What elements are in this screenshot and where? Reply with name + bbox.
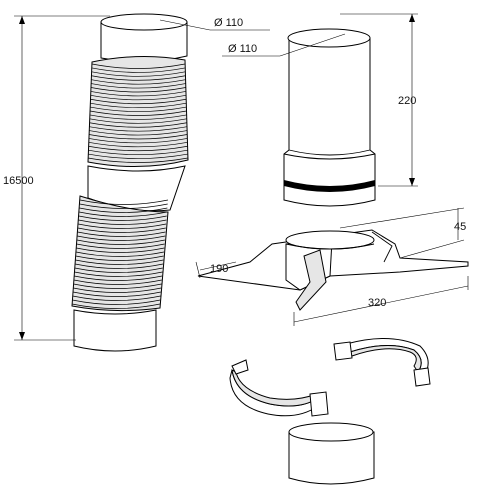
pipe-upper-corrugation <box>87 55 189 168</box>
corrugation-rib <box>75 251 165 257</box>
corrugation-rib <box>78 219 167 225</box>
corrugation-rib <box>79 199 169 205</box>
corrugation-rib <box>90 94 187 101</box>
adapter-height-label: 220 <box>398 95 416 107</box>
corrugation-rib <box>77 235 166 241</box>
clamp-half-right <box>333 337 431 387</box>
corrugation-rib <box>79 207 168 213</box>
corrugation-rib <box>88 141 188 148</box>
corrugation-rib <box>89 118 187 124</box>
corrugation-rib <box>75 263 164 269</box>
corrugation-rib <box>73 283 162 289</box>
corrugation-rib <box>91 79 186 85</box>
adapter-pipe <box>283 28 376 207</box>
corrugation-rib <box>79 211 168 217</box>
end-cap <box>288 422 375 485</box>
total-length-dimension: 16500 <box>3 15 110 341</box>
corrugation-rib <box>88 149 188 155</box>
corrugation-rib <box>78 215 167 221</box>
corrugation-rib <box>91 63 186 69</box>
pipe-diameter-callout: Ø 110 <box>159 17 270 31</box>
corrugation-rib <box>76 239 165 245</box>
corrugation-rib <box>89 110 187 116</box>
adapter-diameter-callout: Ø 110 <box>222 33 346 57</box>
adapter-height-dimension: 220 <box>340 13 418 187</box>
flexible-pipe <box>71 13 189 352</box>
flange-width-label: 320 <box>368 297 386 309</box>
corrugation-rib <box>89 122 187 128</box>
corrugation-rib <box>73 279 162 285</box>
corrugation-rib <box>88 145 188 152</box>
corrugation-rib <box>77 231 166 237</box>
corrugation-rib <box>79 203 168 209</box>
corrugation-rib <box>74 275 163 281</box>
flange-width-dimension: 320 <box>293 276 469 326</box>
corrugation-rib <box>91 67 186 73</box>
corrugation-rib <box>90 91 186 97</box>
roof-flange <box>197 229 469 311</box>
corrugation-rib <box>89 126 188 132</box>
corrugation-rib <box>90 87 186 93</box>
corrugation-rib <box>91 71 186 77</box>
corrugation-rib <box>75 255 164 261</box>
corrugation-rib <box>75 259 164 265</box>
corrugation-rib <box>91 75 186 81</box>
pipe-diameter-label: Ø 110 <box>214 17 243 29</box>
adapter-diameter-label: Ø 110 <box>228 43 257 55</box>
clamp-half-left <box>229 359 329 417</box>
pipe-lower-corrugation <box>71 195 169 312</box>
pipe-bottom-collar <box>73 309 157 352</box>
corrugation-rib <box>88 153 188 159</box>
corrugation-rib <box>73 287 162 293</box>
corrugation-rib <box>74 271 163 277</box>
corrugation-rib <box>72 295 161 301</box>
corrugation-rib <box>90 98 187 105</box>
flange-height-label: 45 <box>454 221 466 233</box>
corrugation-rib <box>72 291 161 297</box>
corrugation-rib <box>74 267 163 273</box>
corrugation-rib <box>89 130 188 136</box>
corrugation-rib <box>71 303 161 309</box>
total-length-label: 16500 <box>3 175 34 187</box>
corrugation-rib <box>76 243 165 249</box>
corrugation-rib <box>90 106 187 112</box>
flange-side-dimension: 190 <box>195 261 237 279</box>
corrugation-rib <box>88 134 188 140</box>
corrugation-rib <box>88 138 188 144</box>
corrugation-rib <box>89 114 187 120</box>
corrugation-rib <box>90 102 187 109</box>
corrugation-rib <box>87 157 189 163</box>
pipe-top-collar <box>100 13 188 63</box>
flange-side-label: 190 <box>210 263 228 275</box>
corrugation-rib <box>76 247 165 253</box>
flange-height-dimension: 45 <box>339 207 466 259</box>
corrugation-rib <box>72 299 161 305</box>
corrugation-rib <box>91 83 186 89</box>
corrugation-rib <box>78 223 167 229</box>
corrugation-rib <box>77 227 166 233</box>
